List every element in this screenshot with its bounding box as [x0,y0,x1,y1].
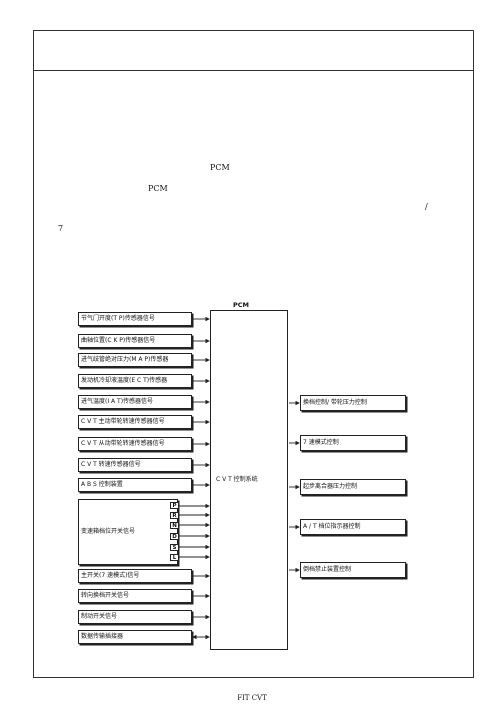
cvt-system-label: C V T 控制系统 [216,476,258,483]
seven-text: 7 [58,224,64,233]
input-abs-unit: A B S 控制装置 [78,478,192,492]
gear-l: L [170,554,179,561]
page-frame [33,30,474,678]
output-reverse-inhibitor: 倒档禁止装置控制 [300,562,406,578]
pcm-text-2: PCM [148,184,168,193]
pcm-text-1: PCM [210,163,230,172]
gear-n: N [170,522,179,529]
input-steering-shift-switch: 转向换档开关信号 [78,589,192,603]
gear-r: R [170,512,179,519]
output-shift-pulley-control: 换档控制/ 带轮压力控制 [300,395,406,411]
input-cvt-speed: C V T 转速传感器信号 [78,458,192,472]
footer-text: FIT CVT [237,694,267,702]
gear-p: P [170,502,179,509]
pcm-block [210,310,288,650]
input-range-switch: 变速箱档位开关信号 [78,499,178,565]
header-band [34,31,473,71]
input-iat-sensor: 进气温度(I A T)传感器信号 [78,395,192,409]
input-tp-sensor: 节气门开度(T P)传感器信号 [78,312,192,326]
input-drive-pulley-speed: C V T 主动带轮转速传感器信号 [78,415,192,429]
input-brake-switch: 制动开关信号 [78,610,192,624]
output-at-indicator: A / T 档位指示器控制 [300,519,406,535]
input-ckp-sensor: 曲轴位置(C K P)传感器信号 [78,334,192,348]
input-ect-sensor: 发动机冷却液温度(E C T)传感器 [78,374,192,388]
output-7-speed-mode: 7 速模式控制 [300,435,406,451]
input-mode-switch: 主开关(7 速模式)信号 [78,569,192,583]
input-map-sensor: 进气歧管绝对压力(M A P)传感器 [78,353,192,367]
slash-text: / [425,202,428,211]
pcm-title: PCM [233,301,250,309]
input-dlc: 数据传输插接器 [78,630,192,644]
gear-s: S [170,544,179,551]
input-driven-pulley-speed: C V T 从动带轮转速传感器信号 [78,437,192,451]
gear-d: D [170,533,179,540]
output-start-clutch: 起步离合器压力控制 [300,479,406,495]
